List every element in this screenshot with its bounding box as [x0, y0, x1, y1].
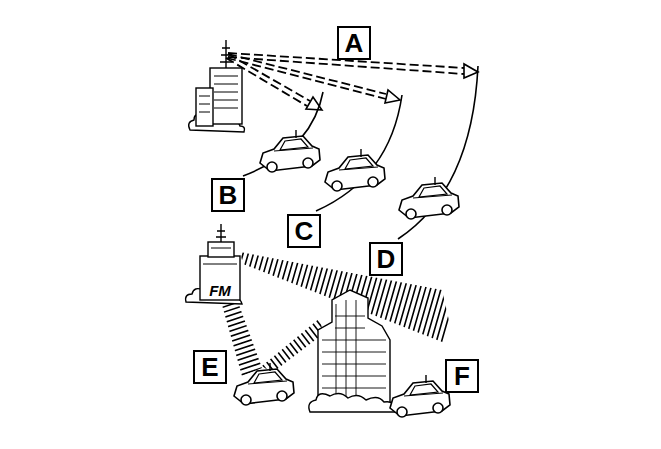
arrow-heads	[306, 64, 478, 110]
fm-building	[186, 224, 242, 304]
callout-letter: E	[201, 354, 218, 380]
tall-building	[309, 290, 396, 412]
callout-box: D	[369, 242, 403, 276]
range-arcs	[243, 66, 478, 239]
building-sign: FM	[207, 283, 233, 298]
callout-box: F	[445, 359, 479, 393]
signal-arrows	[226, 53, 464, 106]
car	[260, 130, 320, 172]
callout-letter: C	[295, 218, 314, 244]
car	[325, 149, 385, 191]
car	[390, 375, 450, 417]
callout-box: A	[337, 26, 371, 60]
car	[399, 177, 459, 219]
callout-letter: A	[345, 30, 364, 56]
callout-letter: B	[219, 182, 238, 208]
car	[234, 363, 294, 405]
callout-box: C	[287, 214, 321, 248]
callout-box: B	[211, 178, 245, 212]
callout-letter: F	[454, 363, 470, 389]
callout-letter: D	[377, 246, 396, 272]
callout-box: E	[193, 350, 227, 384]
